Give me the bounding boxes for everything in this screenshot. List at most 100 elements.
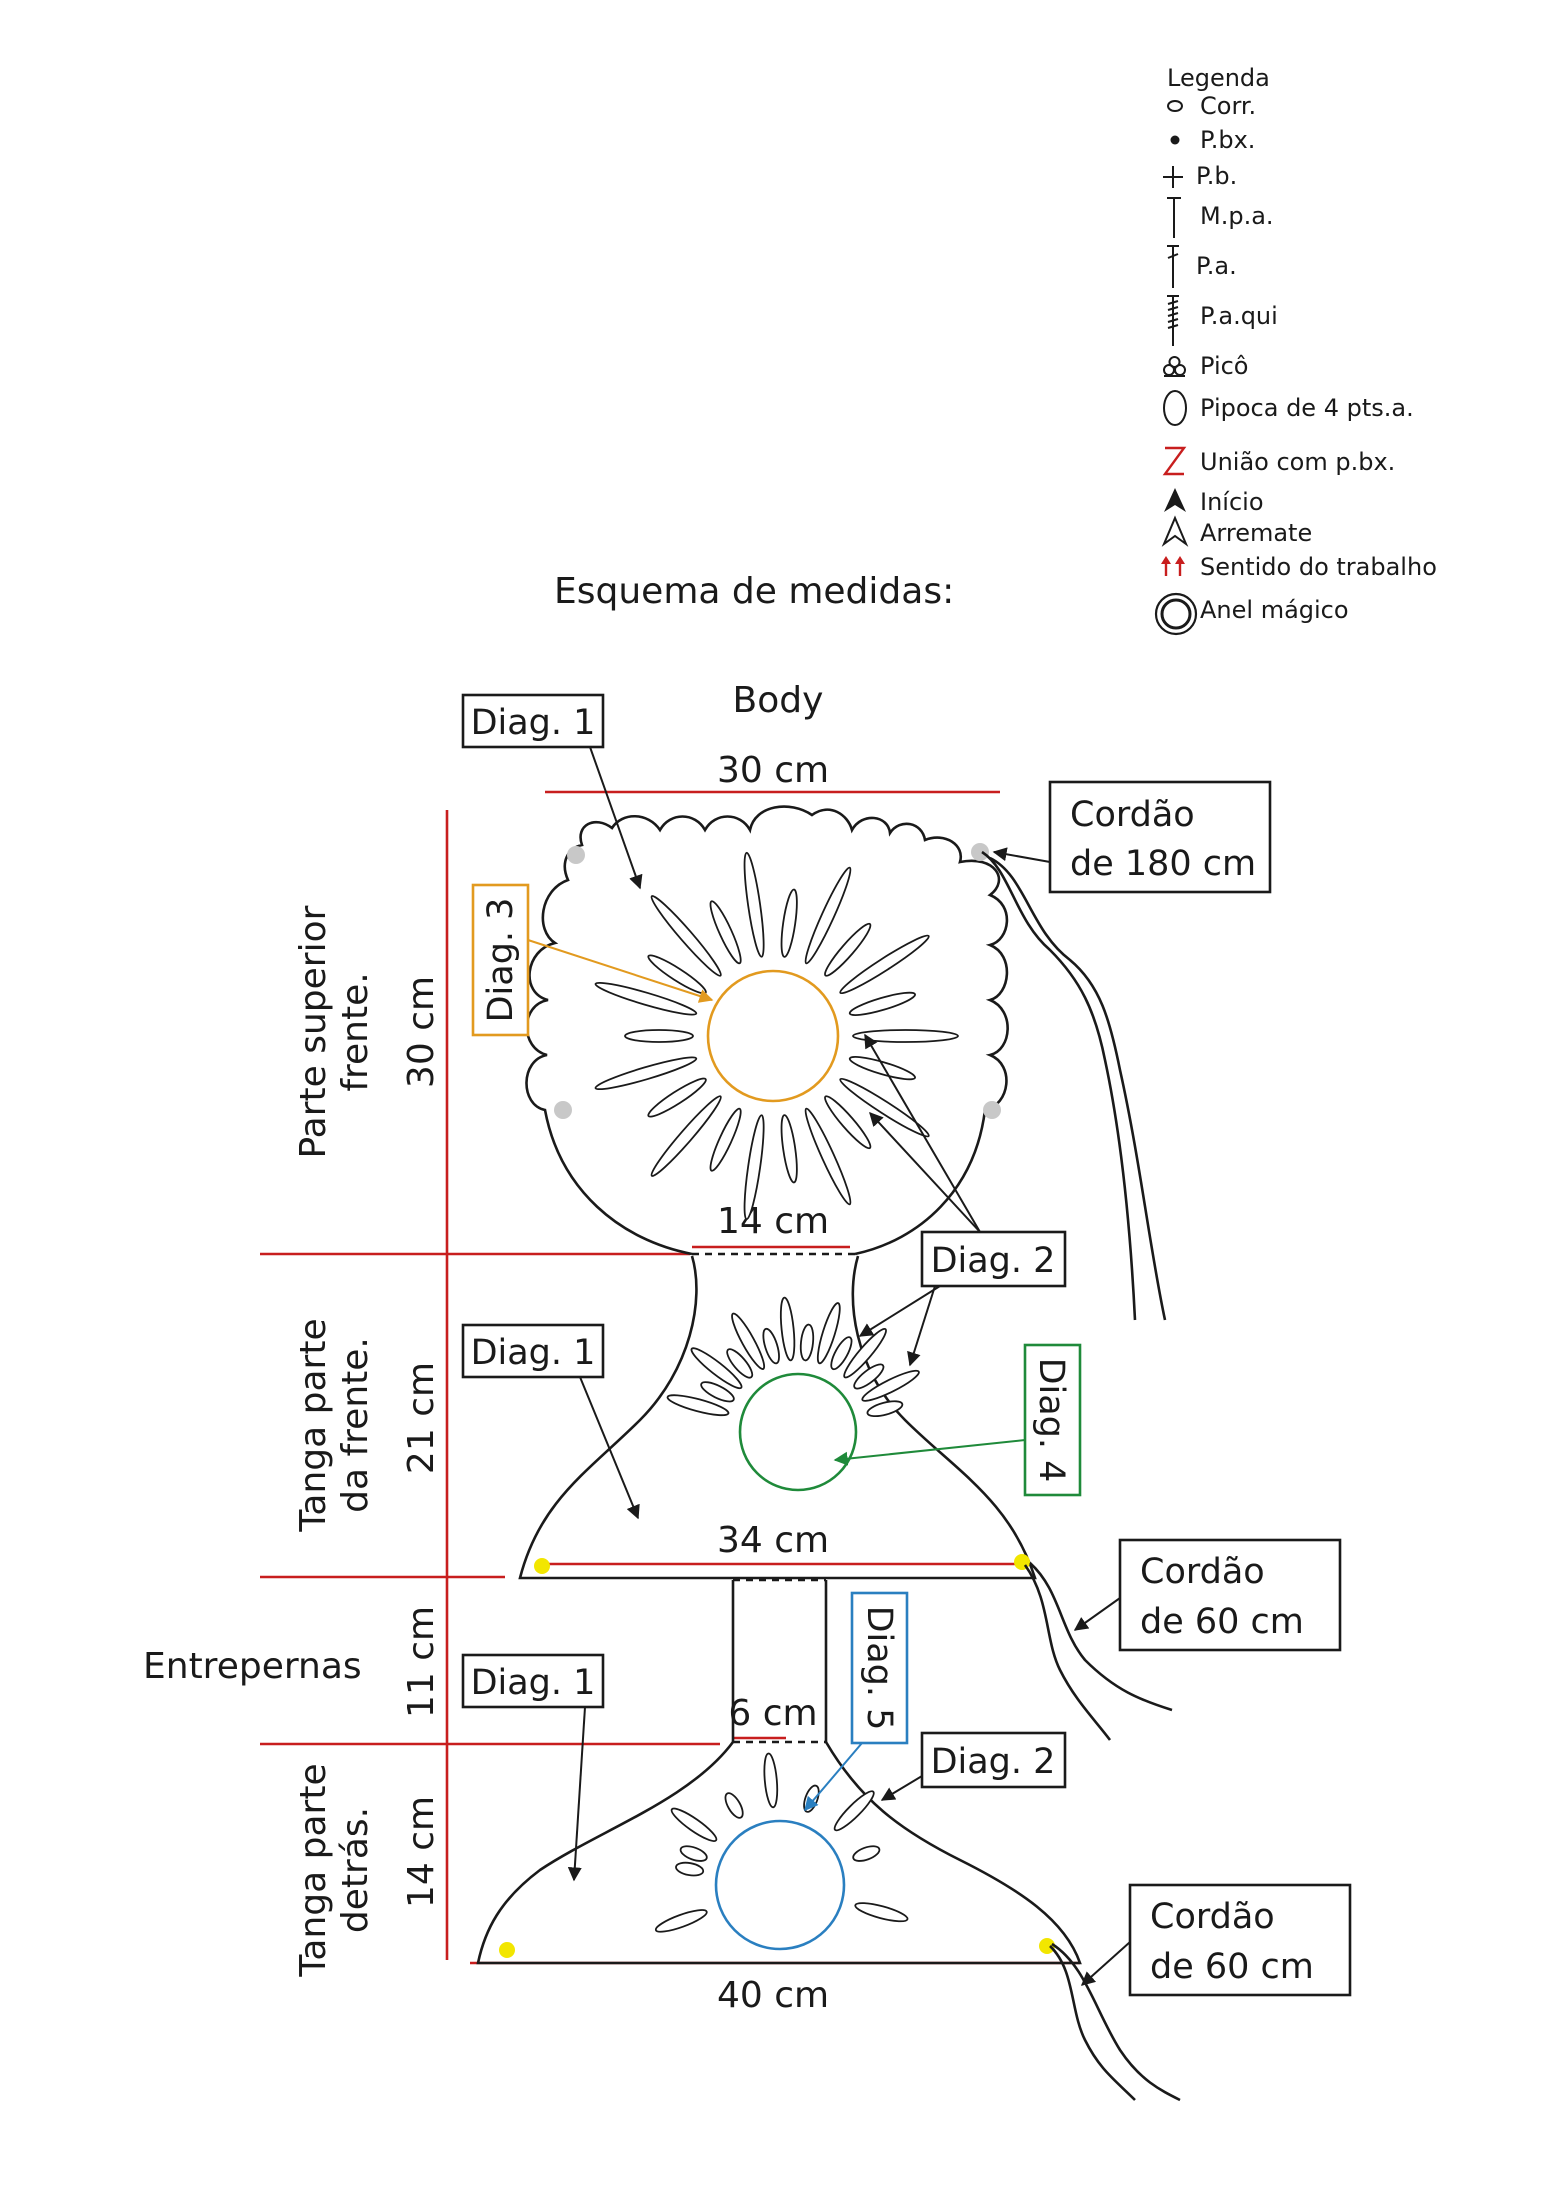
callout-diag1-back: Diag. 1 <box>461 1653 605 1882</box>
svg-text:Diag. 3: Diag. 3 <box>481 898 521 1023</box>
callout-diag1-top: Diag. 1 <box>461 693 643 890</box>
svg-text:detrás.: detrás. <box>335 1807 376 1933</box>
back-height: 14 cm <box>401 1796 442 1908</box>
top-height: 30 cm <box>401 976 442 1088</box>
join-zigzag-icon <box>1162 446 1187 476</box>
svg-text:Diag. 2: Diag. 2 <box>931 1742 1056 1782</box>
section-label-crotch: Entrepernas <box>143 1646 362 1687</box>
back-panty-piece <box>476 1741 1082 1965</box>
svg-text:Diag. 1: Diag. 1 <box>471 1333 596 1373</box>
section-label-front: Tanga parte da frente. <box>293 1318 376 1532</box>
sun-motif-front <box>666 1296 920 1492</box>
petal <box>594 1056 698 1091</box>
petal <box>743 1114 765 1221</box>
width-top: 30 cm <box>717 750 829 791</box>
legend-label-pipoca: Pipoca de 4 pts.a. <box>1200 394 1414 422</box>
petal <box>833 1790 875 1832</box>
petal <box>726 1348 754 1379</box>
callout-diag2-back: Diag. 2 <box>880 1731 1067 1801</box>
svg-text:Tanga parte: Tanga parte <box>293 1763 334 1977</box>
petal <box>848 991 916 1016</box>
petal <box>803 1784 820 1813</box>
petal <box>779 1296 796 1362</box>
callout-diag5: Diag. 5 <box>804 1591 909 1812</box>
diagram-title: Body <box>733 680 824 721</box>
center-ring <box>738 1372 858 1492</box>
cord-back <box>1049 1942 1181 2102</box>
cord-top <box>981 850 1167 1321</box>
petal <box>763 1752 779 1809</box>
svg-text:Cordão: Cordão <box>1070 795 1195 835</box>
svg-text:Diag. 1: Diag. 1 <box>471 703 596 743</box>
petal <box>843 1327 887 1379</box>
single-crochet-cross-icon <box>1163 166 1183 188</box>
legend: Legenda Corr. P.bx. P.b. M.p.a. P.a. <box>1154 64 1437 636</box>
legend-label-arremate: Arremate <box>1200 519 1312 547</box>
tie-point-back-right <box>1039 1938 1055 1954</box>
callout-diag2-front: Diag. 2 <box>858 1033 1067 1367</box>
petal <box>804 1107 852 1206</box>
petal <box>690 1347 743 1390</box>
tie-point-top-left <box>567 846 585 864</box>
petal <box>866 1400 904 1418</box>
width-front-bottom: 34 cm <box>717 1520 829 1561</box>
legend-label-paqui: P.a.qui <box>1200 302 1278 330</box>
legend-label-pa: P.a. <box>1196 252 1237 280</box>
petal <box>666 1394 730 1417</box>
legend-label-corr: Corr. <box>1200 92 1256 120</box>
svg-text:da frente.: da frente. <box>335 1337 376 1513</box>
petal <box>675 1861 705 1877</box>
svg-text:frente.: frente. <box>335 972 376 1091</box>
legend-label-sentido: Sentido do trabalho <box>1200 553 1437 581</box>
front-height: 21 cm <box>401 1362 442 1474</box>
petal <box>780 1114 798 1184</box>
legend-title: Legenda <box>1167 64 1270 92</box>
petal <box>700 1381 735 1403</box>
tie-point-mid-left <box>554 1101 572 1119</box>
callout-diag4: Diag. 4 <box>833 1343 1082 1497</box>
petal <box>647 1077 707 1118</box>
direction-arrows-icon <box>1161 556 1185 576</box>
sun-motif-back <box>654 1752 909 1951</box>
petal <box>830 1336 853 1371</box>
petal <box>824 1095 872 1150</box>
petal <box>650 1095 722 1177</box>
start-arrow-icon <box>1164 488 1186 512</box>
petal <box>670 1807 718 1842</box>
petal <box>816 1302 841 1365</box>
svg-text:Cordão: Cordão <box>1150 1897 1275 1937</box>
petal <box>594 981 698 1016</box>
center-ring <box>706 969 840 1103</box>
svg-text:Diag. 5: Diag. 5 <box>859 1606 899 1731</box>
half-double-crochet-icon <box>1167 197 1181 238</box>
legend-label-pbx: P.bx. <box>1200 126 1255 154</box>
petal <box>762 1327 780 1365</box>
svg-text:Diag. 4: Diag. 4 <box>1031 1358 1071 1483</box>
svg-text:Diag. 1: Diag. 1 <box>471 1663 596 1703</box>
callout-cord-front: Cordão de 60 cm <box>1073 1538 1342 1652</box>
petal <box>743 851 765 958</box>
quintuple-treble-icon <box>1167 295 1179 346</box>
legend-label-mpa: M.p.a. <box>1200 202 1274 230</box>
svg-text:de 60 cm: de 60 cm <box>1150 1947 1314 1987</box>
petal <box>780 888 798 958</box>
callout-diag3: Diag. 3 <box>471 883 714 1037</box>
tie-point-top-right <box>971 843 989 861</box>
petal <box>839 934 930 995</box>
petal <box>731 1312 766 1370</box>
section-label-top: Parte superior frente. <box>293 905 376 1158</box>
petal <box>724 1792 744 1819</box>
legend-label-uniao: União com p.bx. <box>1200 448 1395 476</box>
center-ring <box>714 1819 846 1951</box>
double-crochet-icon <box>1167 245 1179 288</box>
top-front-piece <box>525 805 1009 1256</box>
petal <box>650 895 722 977</box>
sun-motif-top <box>594 851 959 1221</box>
callout-diag1-front: Diag. 1 <box>461 1323 640 1520</box>
legend-label-inicio: Início <box>1200 488 1264 516</box>
legend-label-anel: Anel mágico <box>1200 596 1349 624</box>
tie-point-mid-right <box>983 1101 1001 1119</box>
petal <box>854 1902 909 1923</box>
petal <box>799 1323 815 1362</box>
